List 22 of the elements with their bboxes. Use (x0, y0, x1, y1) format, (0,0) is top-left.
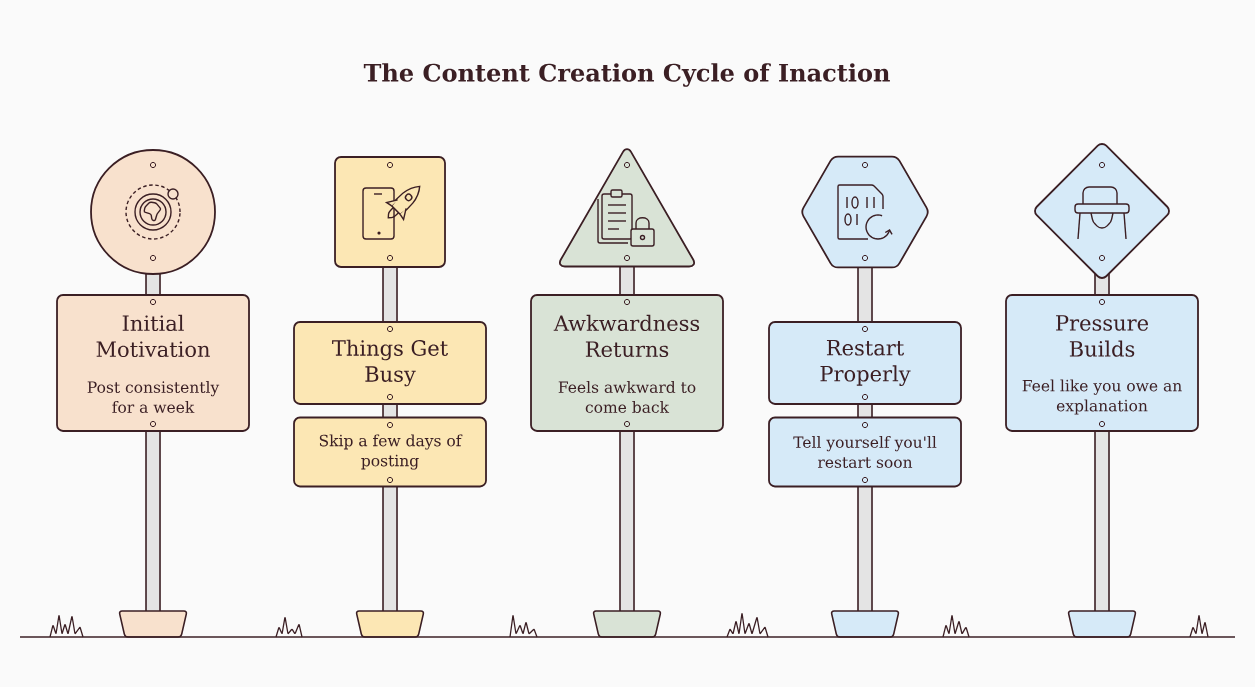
sign-board (1005, 294, 1199, 432)
sign-text: Skip a few days of posting (319, 434, 463, 470)
sign-text: Post consistently for a week (87, 381, 220, 413)
hexagon-sign (801, 155, 929, 269)
sign-text: Tell yourself you'll restart soon (793, 436, 937, 468)
sign-heading: Things Get Busy (332, 339, 448, 387)
sign-heading: Pressure Builds (1056, 315, 1149, 357)
sign-board (293, 321, 487, 405)
sign-board (530, 294, 724, 432)
sign-board (768, 416, 962, 488)
sign-heading: Restart Properly (820, 340, 911, 386)
title: The Content Creation Cycle of Inaction (363, 63, 890, 87)
sign-board (293, 416, 487, 488)
diamond-sign (1034, 143, 1170, 279)
sign-board (56, 294, 250, 432)
sign-heading: Awkwardness Returns (553, 314, 700, 358)
sign-board (768, 321, 962, 405)
sign-text: Feels awkward to come back (558, 381, 696, 413)
sign-text: Feel like you owe an explanation (1022, 379, 1182, 415)
sign-heading: Initial Motivation (96, 314, 210, 358)
round-sign (90, 149, 216, 275)
square-sign (334, 156, 446, 268)
